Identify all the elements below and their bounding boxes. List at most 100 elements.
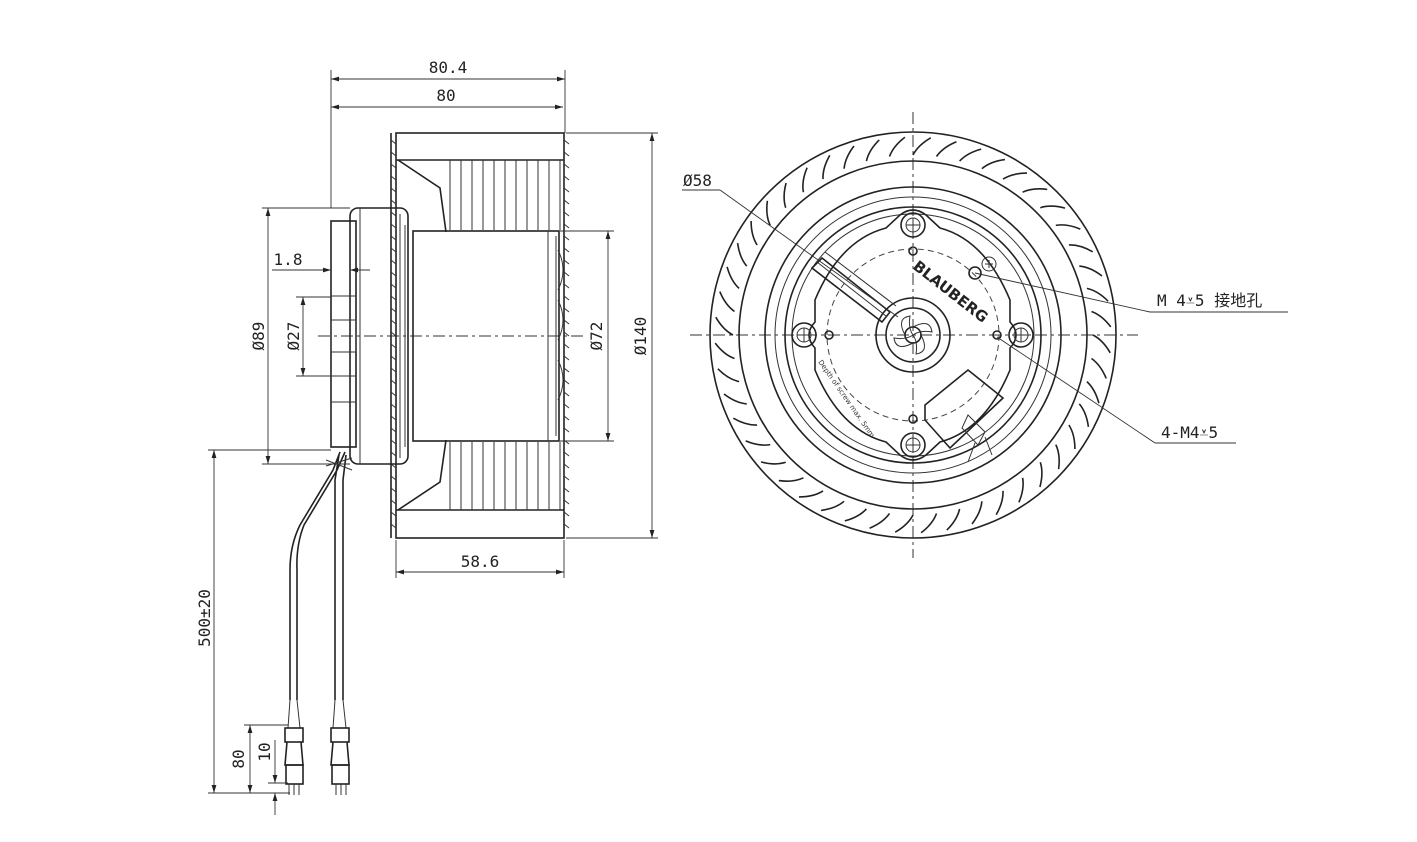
blade-tick — [390, 151, 397, 157]
blade-tick — [390, 427, 397, 433]
blade-tick — [563, 211, 570, 217]
blade-tick — [563, 187, 570, 193]
blade-tick — [563, 151, 570, 157]
blade-tick — [563, 331, 570, 337]
impeller-blade — [1022, 188, 1048, 193]
blade-tick — [563, 271, 570, 277]
blade-tick — [563, 511, 570, 517]
impeller-blade — [715, 316, 734, 336]
blade-tick — [390, 415, 397, 421]
blade-tick — [390, 367, 397, 373]
impeller-blade — [719, 291, 735, 313]
impeller-blade — [935, 141, 957, 157]
impeller-blade — [736, 242, 748, 267]
blade-tick — [563, 163, 570, 169]
dim-overall-width: 80.4 — [429, 58, 468, 77]
dim-impeller-depth: 58.6 — [461, 552, 500, 571]
blade-tick — [563, 223, 570, 229]
brand-logo: BLAUBERG — [910, 257, 992, 327]
blade-tick — [390, 307, 397, 313]
impeller-blade — [750, 220, 758, 246]
blade-tick — [563, 427, 570, 433]
impeller-blade — [798, 490, 824, 498]
blade-tick — [563, 367, 570, 373]
blade-tick — [563, 307, 570, 313]
dim-strip-length: 80 — [229, 749, 248, 768]
blade-tick — [390, 355, 397, 361]
ground-screw-icon — [968, 256, 997, 280]
blade-tick — [563, 283, 570, 289]
blade-tick — [390, 499, 397, 505]
blade-tick — [390, 511, 397, 517]
blade-tick — [390, 247, 397, 253]
impeller-blade — [1055, 224, 1081, 230]
impeller-blade — [726, 266, 740, 289]
blade-tick — [390, 439, 397, 445]
impeller-blade — [869, 513, 891, 529]
dim-shaft-diameter: Ø27 — [284, 322, 303, 351]
impeller-blade — [865, 139, 880, 162]
blade-tick — [563, 319, 570, 325]
side-view — [284, 132, 585, 795]
dim-cable-length: 500±20 — [195, 589, 214, 647]
impeller-blade — [1039, 462, 1043, 488]
impeller-blade — [894, 514, 914, 533]
blade-tick — [390, 523, 397, 529]
blade-tick — [563, 139, 570, 145]
dim-motor-diameter: Ø72 — [587, 322, 606, 351]
front-view-annotations: Ø58 M 4⩡5 接地孔 4-M4⩡5 — [682, 171, 1288, 444]
impeller-blades-top — [390, 139, 570, 529]
impeller-blade — [723, 393, 747, 405]
impeller-blade — [843, 145, 855, 169]
impeller-blade — [1086, 287, 1109, 302]
blade-tick — [563, 235, 570, 241]
blade-tick — [390, 475, 397, 481]
blade-tick — [390, 175, 397, 181]
blade-tick — [563, 463, 570, 469]
blade-tick — [563, 451, 570, 457]
impeller-blade — [959, 148, 982, 162]
dim-body-width: 80 — [436, 86, 455, 105]
blade-tick — [563, 175, 570, 181]
blade-tick — [563, 523, 570, 529]
mount-hole-left — [791, 322, 817, 348]
impeller-blade — [1040, 205, 1066, 209]
mount-hole-top — [900, 212, 926, 238]
impeller-blade — [946, 508, 961, 531]
blade-tick — [390, 283, 397, 289]
impeller-blade — [844, 508, 867, 522]
dim-flange-diameter: Ø89 — [249, 322, 268, 351]
impeller-blade — [714, 342, 735, 360]
blade-tick — [563, 391, 570, 397]
blade-tick — [390, 379, 397, 385]
blade-tick — [390, 187, 397, 193]
blade-tick — [563, 499, 570, 505]
impeller-blade — [981, 158, 1006, 170]
blade-tick — [390, 331, 397, 337]
blade-tick — [390, 319, 397, 325]
impeller-blade — [717, 368, 740, 383]
impeller-blade — [1092, 334, 1111, 354]
impeller-blade — [971, 501, 983, 525]
blade-tick — [563, 487, 570, 493]
blade-tick — [563, 247, 570, 253]
blade-tick — [390, 391, 397, 397]
impeller-blades — [714, 136, 1112, 534]
impeller-blade — [820, 500, 845, 512]
impeller-blade — [1068, 424, 1076, 450]
blade-tick — [390, 451, 397, 457]
impeller-blade — [1055, 444, 1060, 470]
impeller-blade — [745, 440, 771, 446]
impeller-blade — [888, 136, 906, 157]
impeller-blade — [1078, 403, 1090, 428]
side-view-dimensions: 80.4 80 Ø140 Ø72 Ø89 Ø27 1.8 58.6 — [195, 58, 658, 815]
blade-tick — [390, 259, 397, 265]
blade-tick — [563, 415, 570, 421]
dim-terminal-length: 10 — [255, 742, 274, 761]
impeller-blade — [778, 477, 804, 482]
impeller-blade — [995, 490, 1004, 516]
hub-diameter-label: Ø58 — [683, 171, 712, 190]
impeller-blade — [766, 200, 771, 226]
blade-tick — [390, 223, 397, 229]
